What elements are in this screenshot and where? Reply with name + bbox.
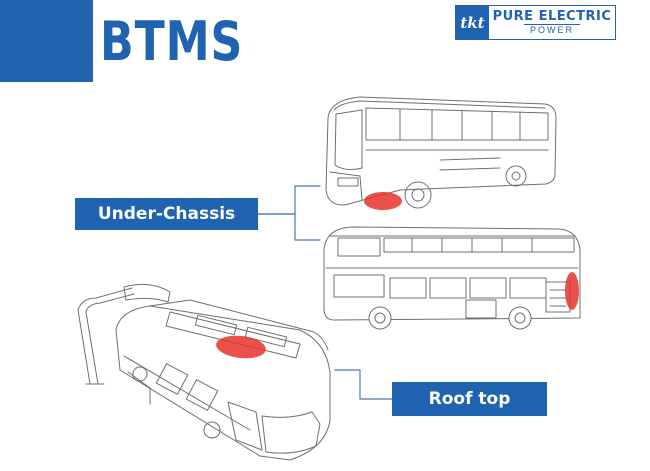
brand-logo: tkt PURE ELECTRIC POWER	[455, 5, 616, 40]
connector-lines	[257, 185, 393, 400]
logo-line-1: PURE ELECTRIC	[492, 9, 612, 24]
header-accent-band	[0, 0, 93, 82]
coach-bus-icon	[325, 96, 557, 210]
logo-mark: tkt	[456, 6, 489, 39]
under-chassis-label: Under-Chassis	[75, 198, 258, 230]
roof-top-label: Roof top	[392, 382, 547, 416]
logo-line-2: POWER	[523, 24, 580, 36]
double-decker-bus-icon	[323, 226, 581, 330]
logo-text: PURE ELECTRIC POWER	[489, 6, 615, 39]
bus-with-roof-charger-icon	[77, 283, 331, 461]
page-title: BTMS	[100, 9, 244, 73]
